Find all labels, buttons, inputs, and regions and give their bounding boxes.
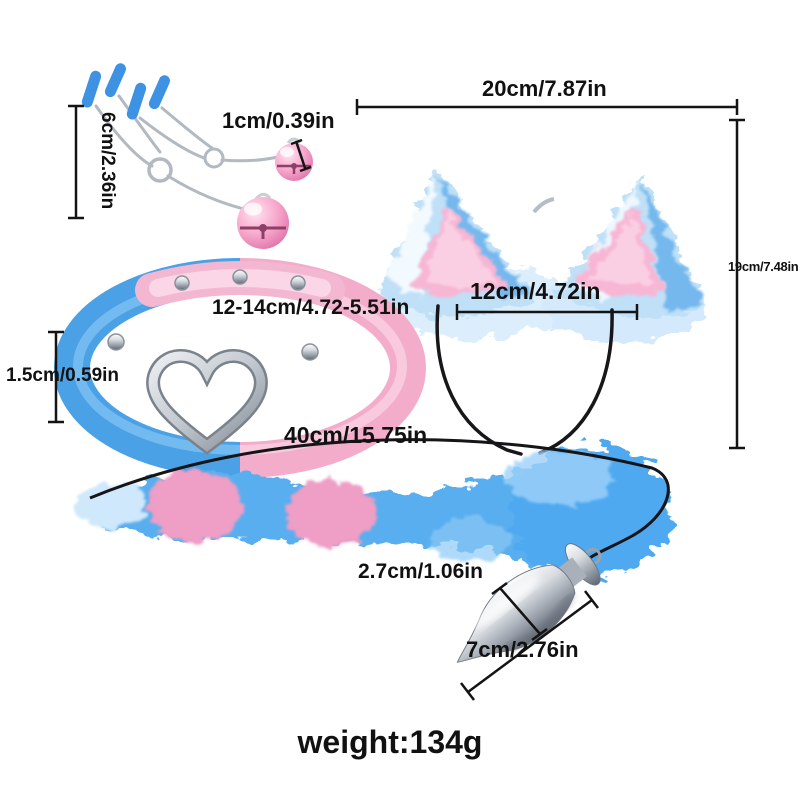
- choker-rivets: [107, 269, 319, 361]
- dim-plug-length: [460, 590, 599, 701]
- label-clamp-length: 6cm/2.36in: [97, 112, 118, 210]
- dimension-lines: [48, 99, 745, 701]
- bell-small: [275, 137, 313, 181]
- bell-large: [237, 192, 289, 249]
- choker-collar: [54, 258, 426, 478]
- dim-ears-height: [729, 118, 745, 450]
- dim-choker-band-width: [48, 330, 64, 424]
- dim-headband-width: [455, 304, 639, 320]
- dim-plug-diameter: [491, 581, 548, 642]
- label-headband-width: 12cm/4.72in: [470, 278, 601, 304]
- cat-ears-headband: [375, 170, 707, 456]
- label-tail-length: 40cm/15.75in: [284, 422, 428, 448]
- label-plug-diameter: 2.7cm/1.06in: [358, 560, 483, 583]
- dim-ears-width: [355, 99, 739, 115]
- tail-cord: [89, 438, 670, 561]
- headband-wire-right: [538, 308, 614, 455]
- label-plug-length: 7cm/2.76in: [466, 637, 579, 662]
- dim-clamp-length: [68, 104, 84, 220]
- dim-clamp-tip: [290, 138, 312, 173]
- label-ears-height: 19cm/7.48in: [728, 259, 799, 274]
- clamp-silicone-tips: [81, 63, 171, 120]
- heart-ring: [146, 349, 268, 455]
- label-ears-width: 20cm/7.87in: [482, 76, 607, 101]
- metal-plug: [456, 543, 602, 663]
- label-clamp-tip-size: 1cm/0.39in: [222, 108, 335, 133]
- label-choker-size: 12-14cm/4.72-5.51in: [212, 296, 410, 319]
- nipple-clamps: [81, 63, 313, 249]
- headband-wire-left: [435, 304, 523, 456]
- label-choker-band-width: 1.5cm/0.59in: [6, 365, 120, 386]
- fox-tail: [78, 446, 672, 578]
- headband-top-wire: [532, 197, 555, 214]
- label-weight: weight:134g: [297, 724, 483, 760]
